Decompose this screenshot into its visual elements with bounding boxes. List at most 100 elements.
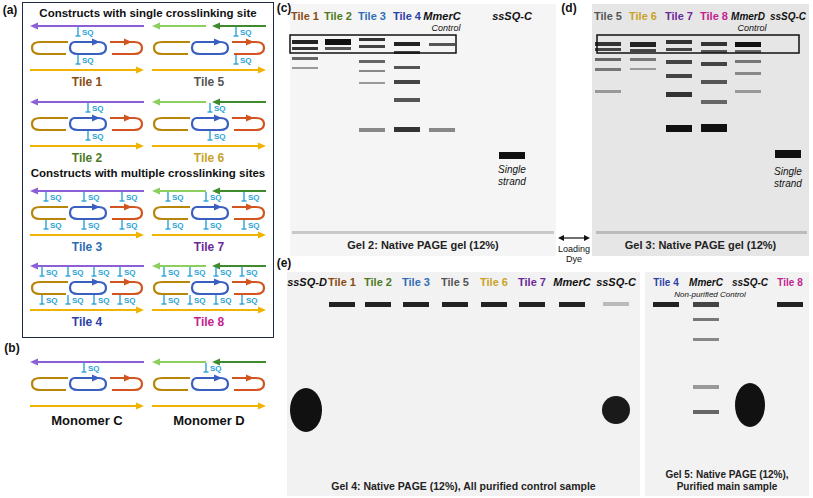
- gel-d-part: [735, 72, 761, 75]
- gel-c-part: [292, 40, 318, 44]
- gel-e-part: [442, 302, 468, 307]
- sq-stem: [166, 228, 171, 229]
- dye-arrow-part: [558, 235, 564, 241]
- sq-stem: [214, 303, 219, 304]
- dye-arrow-part: [562, 237, 586, 238]
- sq-stem: [243, 220, 244, 229]
- lane-label: Tile 7: [665, 10, 693, 23]
- dna-tiles-part: [30, 23, 144, 74]
- sq-stem: [41, 295, 42, 304]
- sq-stem: [87, 103, 88, 112]
- tile-name: Tile 1: [72, 76, 102, 90]
- dna-tiles-part: [30, 263, 144, 314]
- sq-stem: [204, 200, 209, 201]
- sq-stem: [44, 200, 49, 201]
- sq-label: SQ: [92, 105, 104, 113]
- gel-d: [592, 4, 809, 256]
- lane-label: MmerC: [553, 276, 590, 289]
- gel-e-part: [603, 302, 629, 306]
- gel-d-part: [666, 125, 692, 132]
- tile-name: Tile 2: [72, 152, 102, 166]
- sq-stem: [118, 303, 123, 304]
- sq-label: SQ: [126, 194, 138, 202]
- gel-c-part: [359, 70, 385, 72]
- gel-c-part: [292, 231, 554, 234]
- gel-note: Single strand: [768, 166, 808, 189]
- gel-note: Single strand: [490, 164, 534, 187]
- lane-label: Tile 8: [777, 277, 802, 289]
- lane-label: MmerC: [689, 277, 723, 289]
- sq-stem: [189, 267, 190, 276]
- lane-label: Tile 4: [653, 277, 678, 289]
- gel-c-part: [325, 47, 351, 50]
- sq-stem: [77, 55, 78, 64]
- dna-tiles: [30, 23, 266, 410]
- panel-letter: (e): [277, 257, 292, 271]
- lane-label: MmerD: [731, 11, 765, 23]
- sq-stem: [214, 275, 219, 276]
- sq-label: SQ: [88, 365, 100, 373]
- sq-stem: [82, 371, 87, 372]
- gel-d-part: [735, 60, 761, 63]
- sq-label: SQ: [50, 194, 62, 202]
- sq-stem: [167, 192, 168, 201]
- gel-f-part: [645, 272, 809, 496]
- gel-note: Control: [737, 23, 766, 33]
- sq-label: SQ: [124, 269, 136, 277]
- gel-c-part: [290, 4, 556, 256]
- lane-label: Tile 6: [629, 10, 657, 23]
- sq-label: SQ: [98, 297, 110, 305]
- panel-letter: (b): [4, 342, 19, 356]
- lane-label: Tile 5: [594, 10, 622, 23]
- sq-stem: [188, 303, 193, 304]
- lane-label: Tile 6: [480, 276, 508, 289]
- sq-stem: [40, 303, 45, 304]
- sq-stem: [204, 371, 209, 372]
- dna-tiles-part: [30, 188, 144, 239]
- sq-stem: [66, 275, 71, 276]
- sq-stem: [235, 27, 236, 36]
- gel-d-part: [630, 49, 656, 52]
- gel-c-part: [292, 67, 318, 69]
- construct-name: Monomer C: [51, 414, 123, 429]
- gel-note: Loading Dye: [557, 244, 591, 265]
- tile-name: Tile 3: [72, 241, 102, 255]
- sq-stem: [76, 63, 81, 64]
- dye-arrow: [558, 235, 590, 241]
- sq-label: SQ: [172, 222, 184, 230]
- sq-label: SQ: [124, 297, 136, 305]
- lane-label: MmerC: [423, 10, 460, 23]
- lane-label: Tile 8: [700, 10, 728, 23]
- gel-d-part: [630, 68, 656, 70]
- gel-caption: Gel 4: Native PAGE (12%), All purified c…: [299, 480, 629, 492]
- sq-label: SQ: [248, 222, 260, 230]
- tile-name: Tile 5: [194, 76, 224, 90]
- panel-letter: (c): [277, 2, 292, 16]
- gel-f-part: [693, 338, 719, 341]
- sq-stem: [205, 220, 206, 229]
- lane-label: Tile 3: [358, 10, 386, 23]
- sq-label: SQ: [248, 194, 260, 202]
- sq-label: SQ: [214, 133, 226, 141]
- sq-stem: [44, 228, 49, 229]
- sq-stem: [119, 267, 120, 276]
- gel-d-part: [597, 35, 799, 53]
- dna-tiles-part: [152, 188, 266, 239]
- sq-stem: [121, 192, 122, 201]
- sq-stem: [235, 55, 236, 64]
- gel-d-part: [630, 58, 656, 61]
- sq-stem: [77, 27, 78, 36]
- gel-f: [645, 272, 809, 496]
- gel-d-part: [595, 90, 621, 93]
- sq-label: SQ: [82, 29, 94, 37]
- sq-stem: [209, 103, 210, 112]
- gel-c-part: [292, 57, 318, 60]
- gel-c-part: [394, 42, 420, 46]
- sq-stem: [41, 267, 42, 276]
- gel-c-part: [292, 47, 318, 50]
- sq-label: SQ: [210, 194, 222, 202]
- gel-caption: Gel 2: Native PAGE gel (12%): [298, 239, 548, 252]
- sq-label: SQ: [240, 29, 252, 37]
- sq-stem: [208, 139, 213, 140]
- sq-stem: [166, 200, 171, 201]
